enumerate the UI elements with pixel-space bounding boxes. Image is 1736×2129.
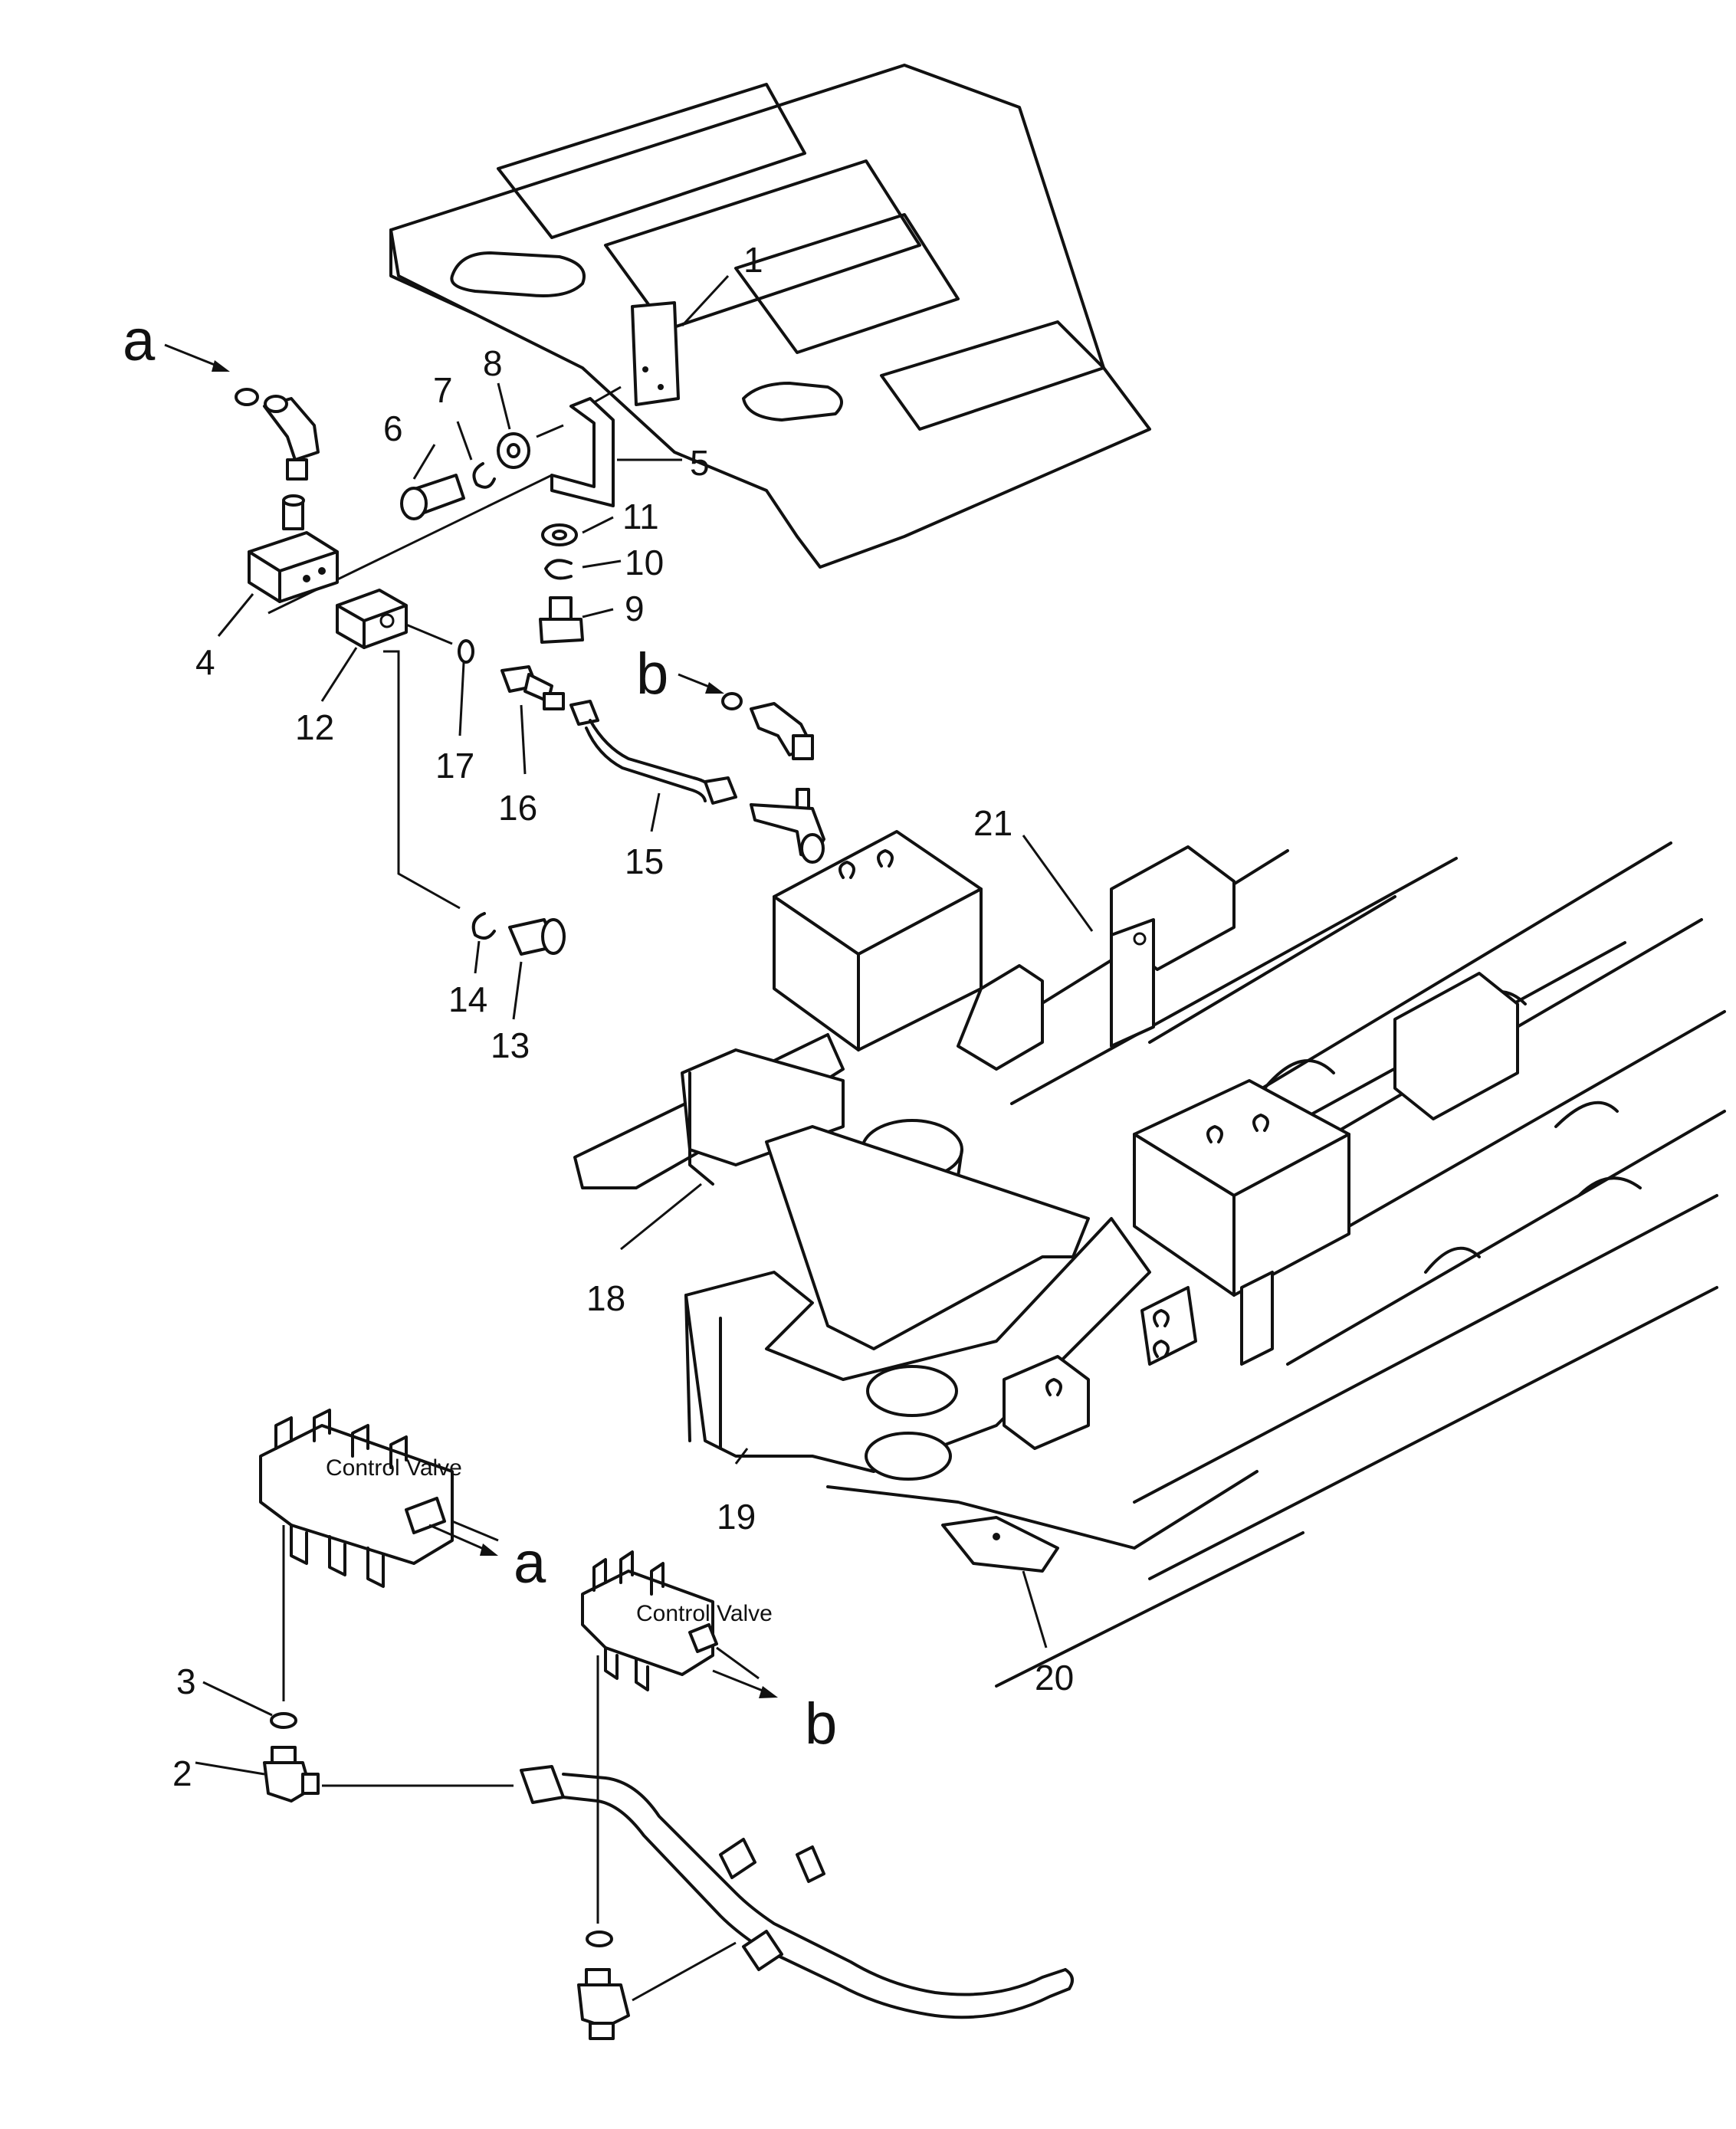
callout-17: 17 xyxy=(435,746,474,786)
part-4-block xyxy=(248,494,339,603)
callout-19: 19 xyxy=(717,1497,756,1537)
callout-8: 8 xyxy=(483,343,503,383)
control-valve-label-right: Control Valve xyxy=(636,1601,773,1626)
part-12-block xyxy=(336,589,408,649)
part-7-lockwasher xyxy=(472,462,496,489)
control-valve-left xyxy=(259,1409,454,1588)
callout-4: 4 xyxy=(195,642,215,682)
part-9-bolt xyxy=(539,596,584,644)
part-8-washer xyxy=(497,432,530,469)
floor-plate xyxy=(389,64,1151,569)
connection-arrows xyxy=(164,343,778,1698)
elbow-fitting-a xyxy=(235,388,320,481)
control-valve-label-left: Control Valve xyxy=(326,1455,462,1481)
callout-11: 11 xyxy=(622,497,659,536)
part-5-bracket xyxy=(550,397,615,507)
callout-3: 3 xyxy=(176,1662,196,1701)
callout-18: 18 xyxy=(586,1278,625,1318)
part-1-plate xyxy=(631,301,680,406)
callout-14: 14 xyxy=(448,979,487,1019)
elbow-fitting-b xyxy=(721,692,814,760)
leader-lines xyxy=(195,274,1094,1776)
part-15-tube xyxy=(569,700,737,805)
part-16-fitting xyxy=(500,665,565,710)
callout-6: 6 xyxy=(383,408,403,448)
marker-b-valve: b xyxy=(805,1691,837,1757)
part-14-lockwasher xyxy=(471,912,496,940)
callout-12: 12 xyxy=(295,707,334,747)
callout-10: 10 xyxy=(625,543,664,582)
callout-21: 21 xyxy=(973,803,1012,843)
marker-b-top: b xyxy=(636,641,668,707)
pipe-assembly xyxy=(520,1765,1074,2019)
callout-13: 13 xyxy=(491,1025,530,1065)
connection-letters: a b a b xyxy=(123,308,837,1757)
lower-oring xyxy=(586,1931,613,1947)
marker-a-valve: a xyxy=(514,1530,546,1596)
part-6-bolt xyxy=(400,474,465,520)
control-valve-right xyxy=(581,1550,718,1691)
tee-fitting xyxy=(750,788,825,864)
callout-labels: 1 2 3 4 5 6 7 8 9 10 11 12 13 14 15 16 1… xyxy=(172,240,1074,1793)
marker-a-top: a xyxy=(123,308,156,373)
callout-1: 1 xyxy=(743,240,763,280)
part-2-fitting xyxy=(263,1746,320,1803)
callout-5: 5 xyxy=(690,443,710,483)
callout-15: 15 xyxy=(625,841,664,881)
machine-frame xyxy=(573,830,1726,1688)
part-11-washer xyxy=(541,523,578,546)
lower-fitting xyxy=(577,1968,630,2040)
part-17-oring xyxy=(458,639,474,664)
callout-16: 16 xyxy=(498,788,537,828)
part-3-oring xyxy=(270,1712,297,1729)
part-13-bolt xyxy=(508,918,566,956)
part-10-lockwasher xyxy=(544,559,573,580)
callout-20: 20 xyxy=(1035,1658,1074,1698)
callout-9: 9 xyxy=(625,589,645,628)
callout-2: 2 xyxy=(172,1753,192,1793)
callout-7: 7 xyxy=(433,370,453,410)
